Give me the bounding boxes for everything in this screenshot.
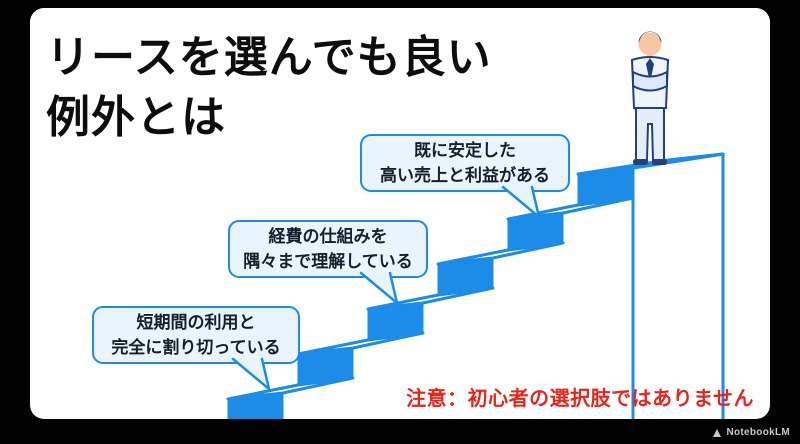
speech-bubble-step1: 短期間の利用と 完全に割り切っている <box>92 306 300 391</box>
page-title-line2: 例外とは <box>46 92 226 142</box>
slide: リースを選んでも良い 例外とは 短期間の利用と 完全に割り切っている 経費の仕組… <box>30 8 770 419</box>
page-title: リースを選んでも良い 例外とは <box>46 28 492 148</box>
bubble-tail <box>231 357 271 391</box>
bubble-step3-line2: 高い売上と利益がある <box>380 166 550 185</box>
bubble-step2-line2: 隅々まで理解している <box>243 252 413 271</box>
bubble-step2-line1: 経費の仕組みを <box>268 227 388 246</box>
bubble-step3-line1: 既に安定した <box>414 141 516 160</box>
bubble-tail <box>359 271 399 305</box>
bubble-step1-line1: 短期間の利用と <box>136 313 256 332</box>
warning-note: 注意：初心者の選択肢ではありません <box>406 388 754 410</box>
notebooklm-logo-icon <box>713 428 722 437</box>
page-title-line1: リースを選んでも良い <box>46 33 492 82</box>
watermark-label: NotebookLM <box>726 427 790 438</box>
bubble-step1-line2: 完全に割り切っている <box>111 338 281 357</box>
speech-bubble-step2: 経費の仕組みを 隅々まで理解している <box>228 220 428 305</box>
watermark: NotebookLM <box>712 427 790 438</box>
bubble-tail <box>501 185 541 219</box>
speech-bubble-step3: 既に安定した 高い売上と利益がある <box>360 134 570 219</box>
businessman-illustration <box>630 31 670 165</box>
